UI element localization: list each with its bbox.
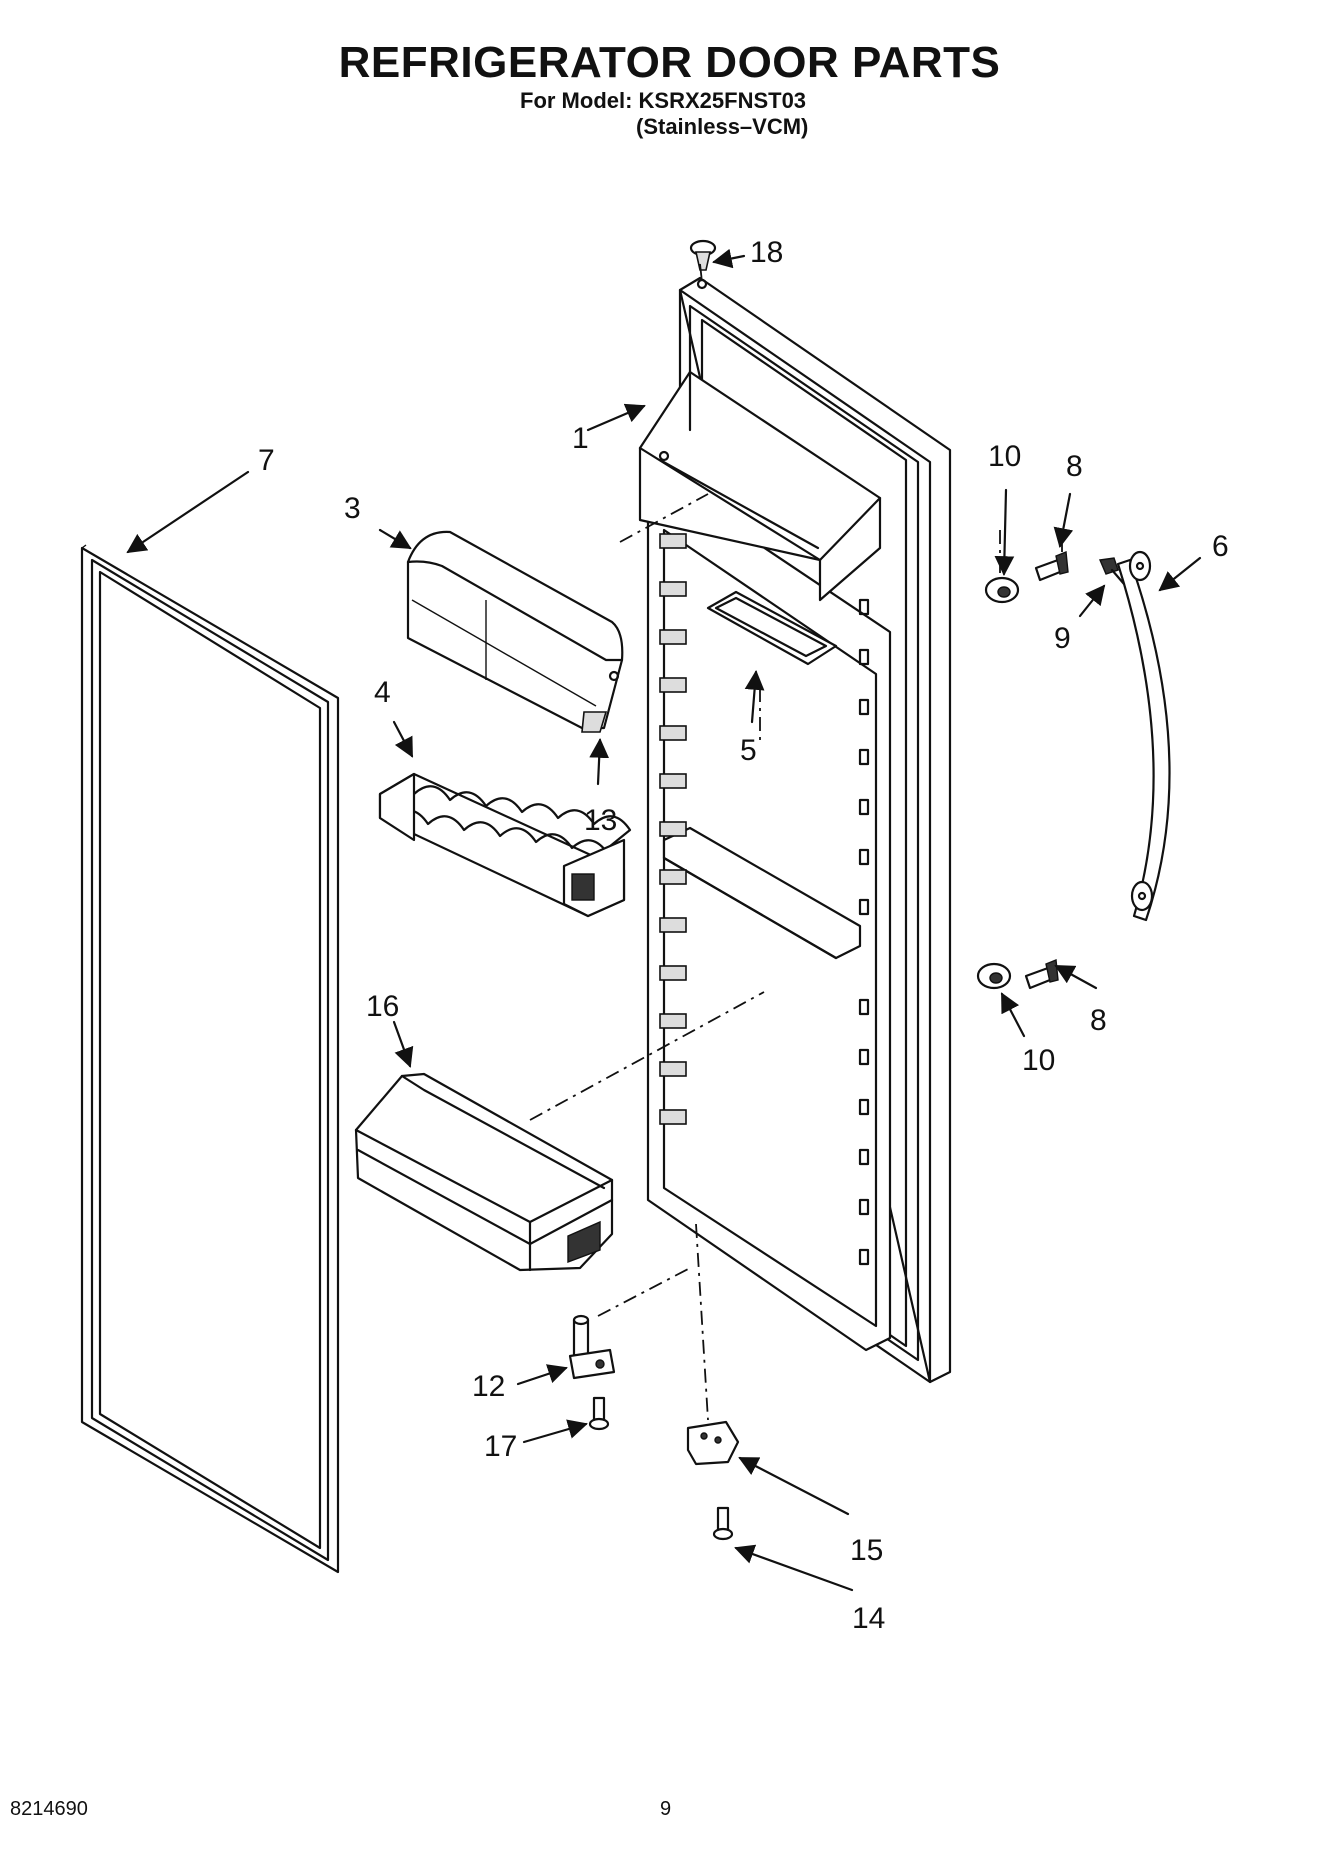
- part-5-tray: [706, 590, 838, 666]
- part-10-spacer-bottom: [976, 962, 1012, 990]
- callout-leaders: [126, 248, 1202, 1592]
- callout-17: 17: [484, 1430, 517, 1463]
- part-9-screw: [1098, 557, 1126, 586]
- callout-5: 5: [740, 734, 757, 767]
- part-18-plug: [689, 239, 717, 271]
- callout-12: 12: [472, 1370, 505, 1403]
- page-number: 9: [660, 1798, 672, 1820]
- callout-9: 9: [1054, 622, 1071, 655]
- part-6-handle: [1116, 550, 1171, 922]
- callout-13: 13: [584, 804, 617, 837]
- callout-7: 7: [258, 444, 275, 477]
- part-3-cover: [406, 530, 624, 733]
- callout-8-top: 8: [1066, 450, 1083, 483]
- callout-6: 6: [1212, 530, 1229, 563]
- part-16-door-bin: [354, 1072, 614, 1272]
- page-title: REFRIGERATOR DOOR PARTS: [338, 38, 1001, 87]
- callout-15: 15: [850, 1534, 883, 1567]
- part-7-door-gasket: [80, 544, 340, 1574]
- variant-line: (Stainless–VCM): [636, 114, 809, 139]
- callout-numbers: 7 1 3 4 5 13 6 10 8 9 8 10 18 16 12 17 1…: [258, 236, 1229, 1635]
- part-8-screw-bottom: [1024, 959, 1059, 990]
- callout-16: 16: [366, 990, 399, 1023]
- callout-4: 4: [374, 676, 391, 709]
- model-line: For Model: KSRX25FNST03: [520, 88, 807, 113]
- callout-10-bottom: 10: [1022, 1044, 1055, 1077]
- callout-10-top: 10: [988, 440, 1021, 473]
- callout-3: 3: [344, 492, 361, 525]
- callout-8-bottom: 8: [1090, 1004, 1107, 1037]
- part-8-screw-top: [1034, 551, 1069, 582]
- part-12-hinge-pin: [568, 1314, 616, 1380]
- part-14-screw: [712, 1506, 734, 1541]
- document-number: 8214690: [10, 1798, 88, 1820]
- part-1-door-liner: [638, 276, 952, 1384]
- part-15-hinge-plate: [686, 1420, 740, 1466]
- part-10-spacer-top: [984, 576, 1020, 604]
- part-4-rack: [378, 772, 632, 918]
- part-17-screw: [588, 1396, 610, 1431]
- callout-18: 18: [750, 236, 783, 269]
- callout-1: 1: [572, 422, 589, 455]
- callout-14: 14: [852, 1602, 885, 1635]
